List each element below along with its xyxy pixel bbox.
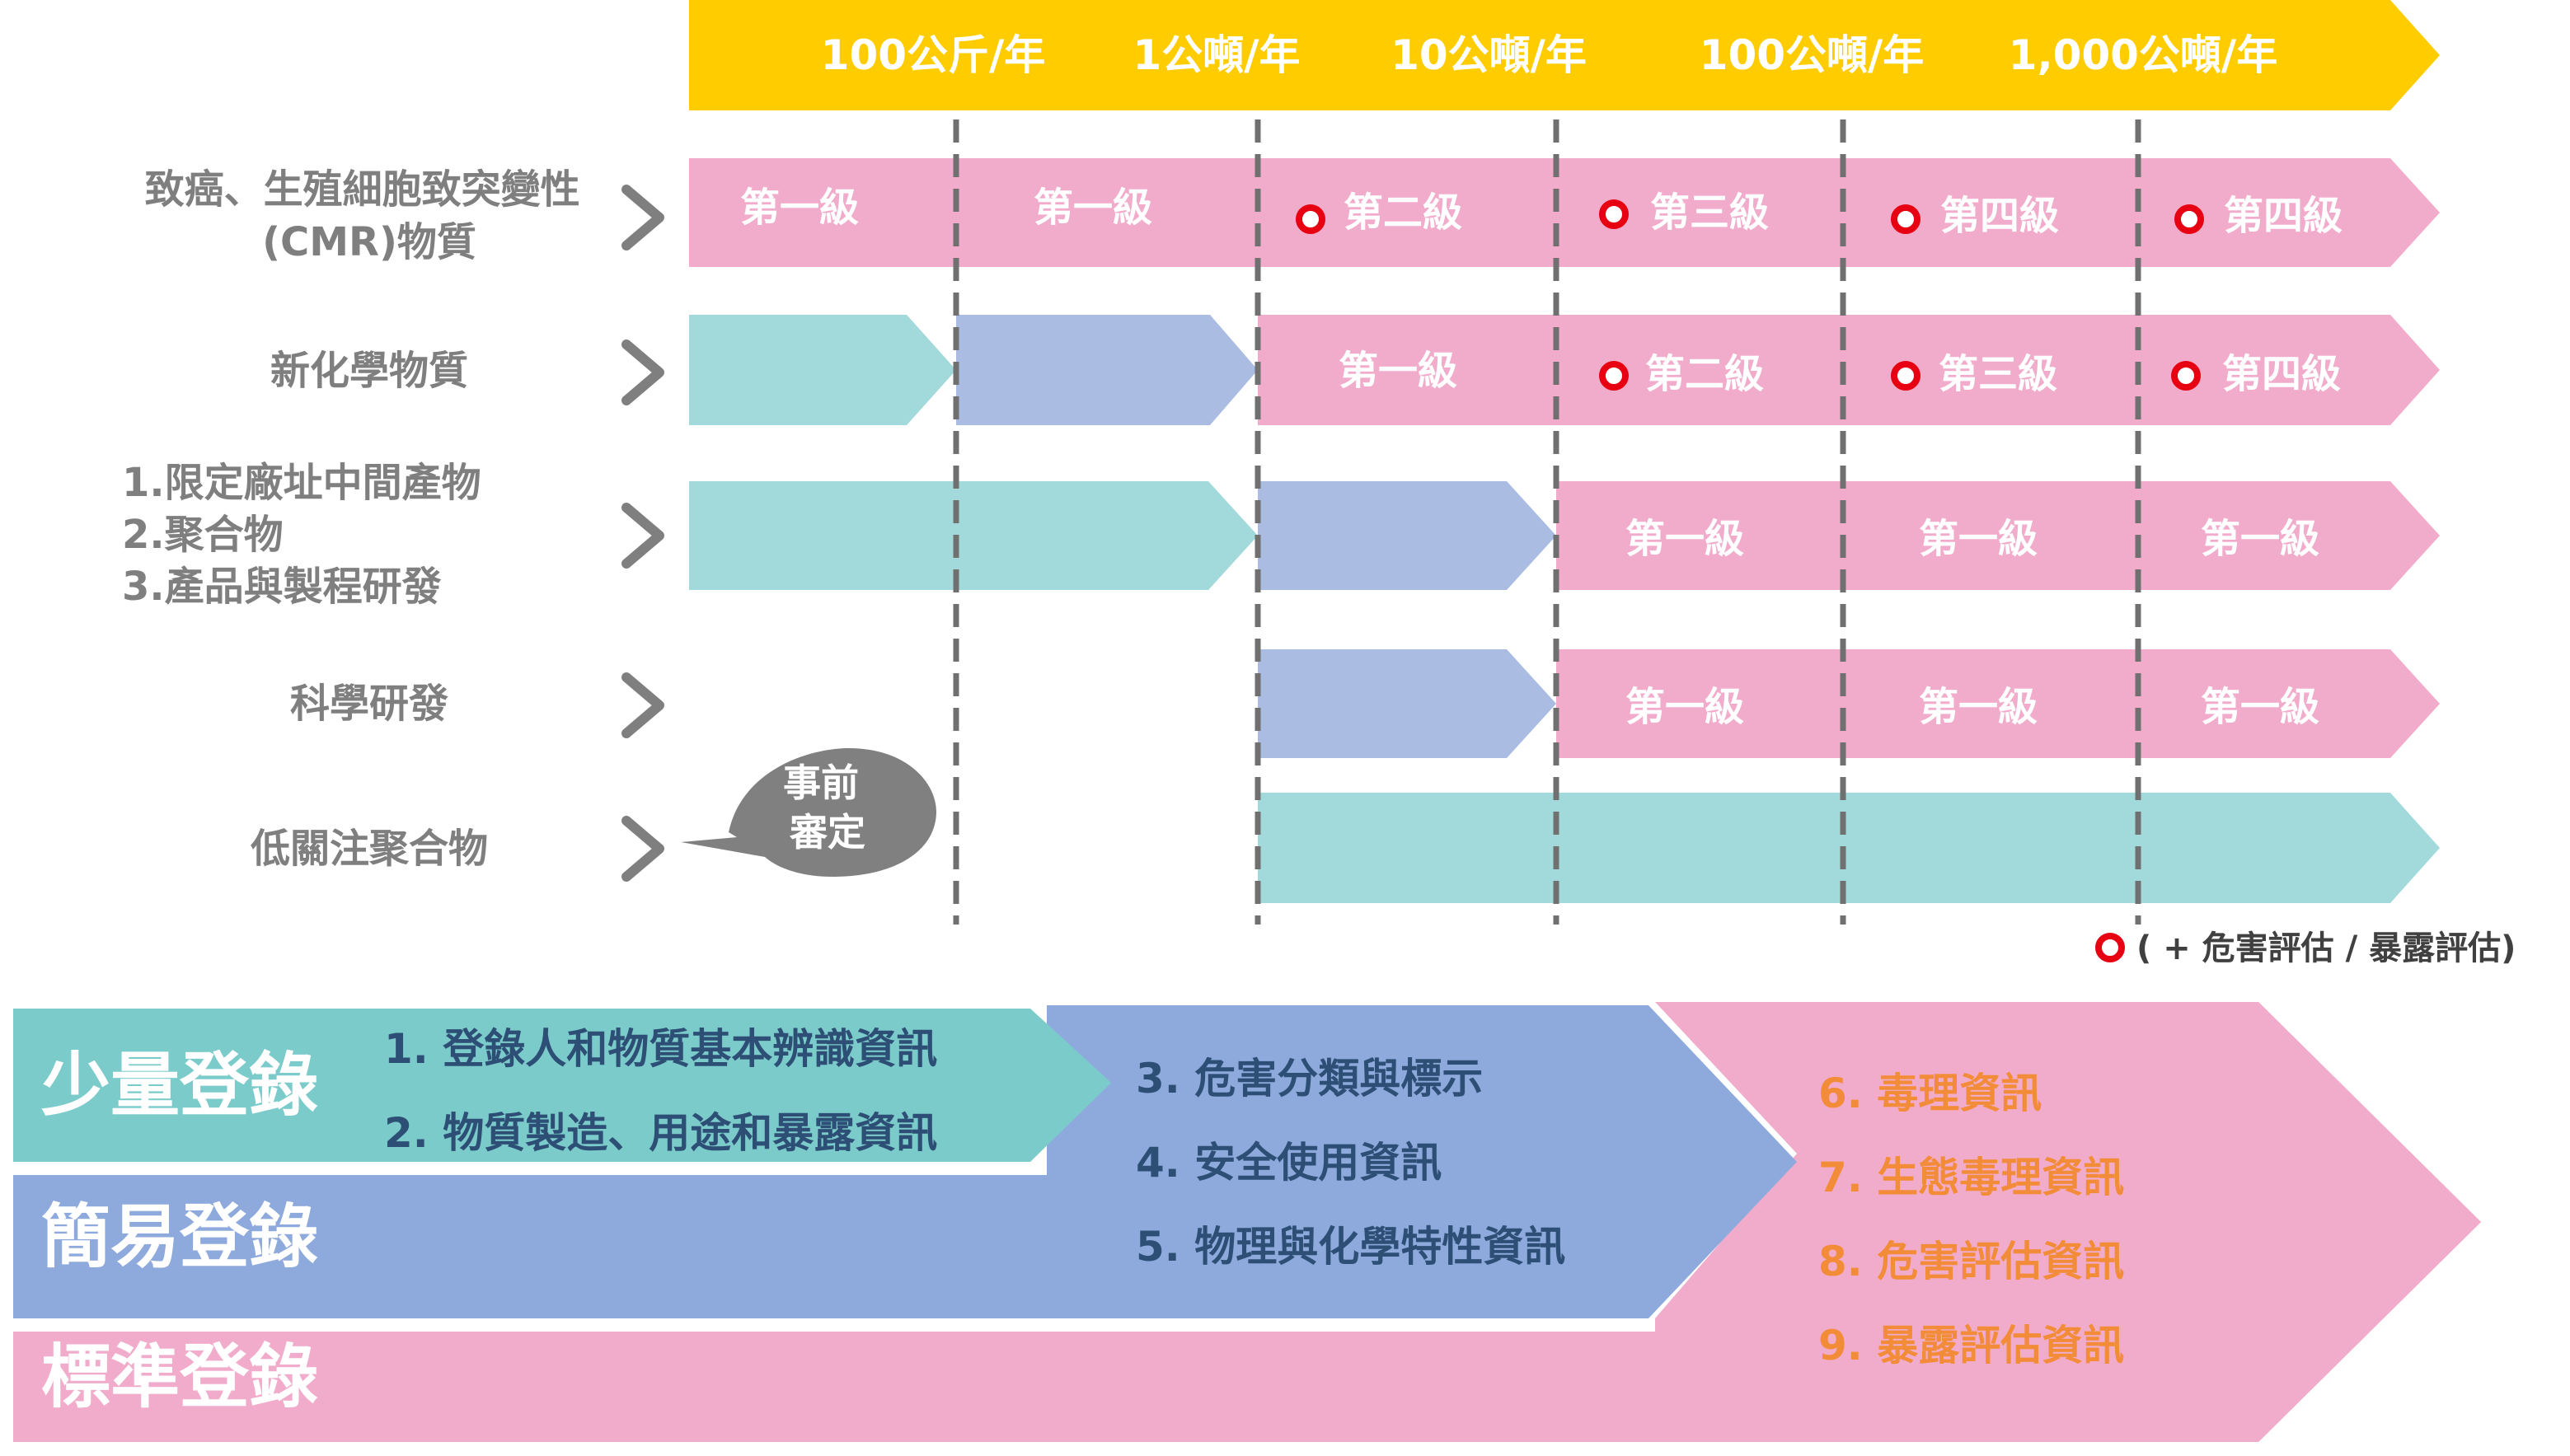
cmr-cell-2: 第一級 [1034,185,1152,231]
new-chemical-teal-segment [689,315,956,425]
chevron-right-icon [621,672,664,738]
row-label-cmr: 致癌、生殖細胞致突變性 (CMR)物質 [145,166,594,265]
intermediates-blue-segment [1258,481,1556,590]
tick-label-10t: 10公噸/年 [1391,31,1587,79]
new-chemical-cell-2: 第二級 [1645,351,1764,397]
small-quantity-registration-block [13,1009,1111,1162]
cmr-cell-6: 第四級 [2224,193,2343,239]
info-item-8: 8. 危害評估資訊 [1818,1238,2124,1285]
tick-label-100kg: 100公斤/年 [821,31,1046,79]
tonnage-header-arrow [689,0,2440,110]
chevron-right-icon [621,339,664,405]
chevron-right-icon [621,185,664,250]
row-label-low-concern-polymer: 低關注聚合物 [251,826,488,872]
info-item-2: 2. 物質製造、用途和暴露資訊 [384,1109,937,1157]
new-chemical-cell-4: 第四級 [2222,351,2341,397]
scientific-rd-cell-3: 第一級 [2201,684,2319,730]
cmr-cell-5: 第四級 [1940,193,2059,239]
cmr-cell-4: 第三級 [1650,190,1769,236]
cmr-cell-1: 第一級 [740,185,859,231]
row-label-scientific-rd: 科學研發 [290,681,448,727]
info-item-9: 9. 暴露評估資訊 [1818,1322,2124,1369]
prior-review-bubble [681,748,936,877]
info-item-5: 5. 物理與化學特性資訊 [1136,1223,1565,1271]
info-item-7: 7. 生態毒理資訊 [1818,1154,2124,1201]
new-chemical-cell-3: 第三級 [1939,351,2057,397]
row-label-new-chemical: 新化學物質 [270,348,468,394]
bubble-text: 事前 審定 [783,761,872,854]
tick-label-1000t: 1,000公噸/年 [2009,31,2277,79]
simple-registration-title: 簡易登錄 [41,1196,318,1277]
chevron-right-icon [621,816,664,882]
info-item-4: 4. 安全使用資訊 [1136,1139,1442,1187]
assessment-marker-icon [1599,199,1629,229]
assessment-marker-icon [2174,204,2204,234]
intermediates-teal-segment [689,481,1258,590]
intermediates-cell-1: 第一級 [1625,516,1744,562]
info-item-3: 3. 危害分類與標示 [1136,1055,1483,1103]
small-quantity-registration-title: 少量登錄 [41,1045,318,1126]
scientific-rd-blue-segment [1258,649,1556,758]
info-item-1: 1. 登錄人和物質基本辨識資訊 [384,1025,937,1073]
simple-registration-block [13,1005,1797,1318]
row-label-intermediates: 1.限定廠址中間產物 2.聚合物 3.產品與製程研發 [122,460,495,610]
scientific-rd-pink-segment [1556,649,2440,758]
intermediates-cell-3: 第一級 [2201,516,2319,562]
legend-marker-icon [2095,933,2125,962]
scientific-rd-cell-1: 第一級 [1625,684,1744,730]
tick-label-1t: 1公噸/年 [1133,31,1300,79]
assessment-marker-icon [1599,361,1629,391]
new-chemical-blue-segment [956,315,1258,425]
cmr-band [689,158,2440,267]
new-chemical-cell-1: 第一級 [1339,348,1457,394]
assessment-marker-icon [2171,361,2201,391]
scientific-rd-cell-2: 第一級 [1919,684,2038,730]
legend-text: ( + 危害評估 / 暴露評估) [2136,929,2516,967]
assessment-marker-icon [1891,204,1920,234]
assessment-marker-icon [1891,361,1920,391]
standard-registration-arrow-head [1655,1002,2481,1442]
assessment-marker-icon [1296,204,1325,234]
tick-label-100t: 100公噸/年 [1700,31,1925,79]
low-concern-teal-segment [1258,793,2440,903]
cmr-cell-3: 第二級 [1344,190,1462,236]
standard-registration-title: 標準登錄 [41,1337,318,1417]
intermediates-pink-segment [1556,481,2440,590]
info-item-6: 6. 毒理資訊 [1818,1070,2042,1117]
chevron-right-icon [621,503,664,569]
intermediates-cell-2: 第一級 [1919,516,2038,562]
